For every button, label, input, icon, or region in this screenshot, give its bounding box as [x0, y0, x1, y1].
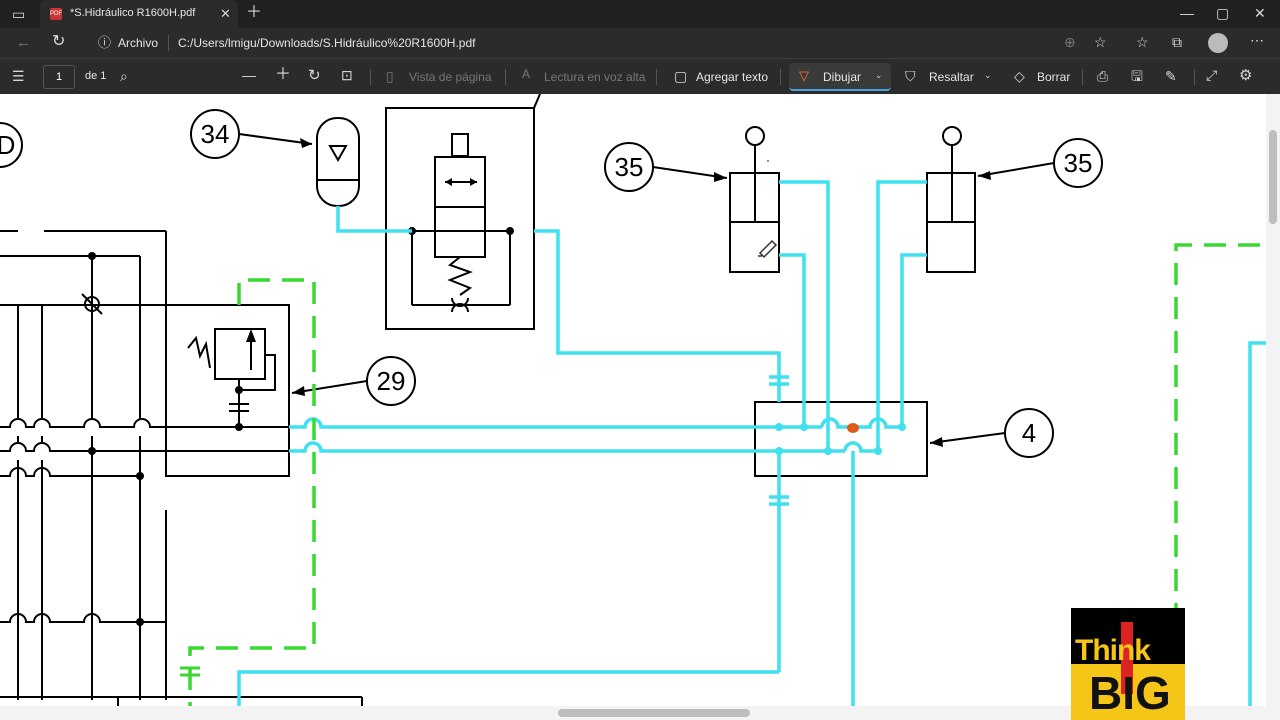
fit-icon[interactable]: ⊡ [341, 67, 353, 83]
more-icon[interactable]: ⋯ [1250, 32, 1264, 48]
add-text-icon[interactable]: ▢ [674, 68, 688, 84]
logo-line1: Think [1075, 634, 1151, 667]
info-icon[interactable]: ⓘ [98, 35, 112, 50]
pencil-cursor-icon [758, 239, 778, 259]
refresh-icon[interactable]: ↻ [52, 33, 66, 50]
horizontal-scroll-thumb[interactable] [558, 709, 750, 717]
read-aloud-icon: A [522, 67, 531, 81]
tabs-icon[interactable]: ▭ [12, 6, 26, 22]
zoom-icon[interactable]: ⊕ [1064, 34, 1076, 50]
page-view-button: Vista de página [409, 70, 492, 84]
horizontal-scrollbar[interactable] [0, 706, 1266, 720]
plus-icon[interactable]: ＋ [246, 4, 263, 21]
draw-icon: ▽ [799, 68, 809, 83]
vertical-scroll-thumb[interactable] [1269, 130, 1277, 224]
title-bar: ▭ PDF *S.Hidráulico R1600H.pdf ✕ ＋ — ▢ ✕ [0, 0, 1280, 28]
minus-icon[interactable]: — [242, 67, 256, 83]
contents-icon[interactable]: ☰ [12, 68, 25, 84]
callout-label-34: 34 [201, 119, 230, 149]
favorites-icon[interactable]: ☆ [1136, 34, 1149, 50]
print-icon[interactable]: ⎙ [1097, 68, 1109, 84]
read-aloud-button: Lectura en voz alta [544, 70, 646, 84]
highlight-icon[interactable]: ⛉ [905, 68, 916, 84]
page-total: de 1 [85, 70, 107, 82]
erase-button[interactable]: Borrar [1037, 70, 1071, 84]
pdf-toolbar: ☰ 1 de 1 ⌕ — ＋ ↻ ⊡ ▯ Vista de página A L… [0, 58, 1280, 94]
callout-label-35a: 35 [615, 152, 644, 182]
rotate-icon[interactable]: ↻ [308, 67, 321, 84]
window-minimize-icon[interactable]: — [1180, 5, 1194, 21]
address-bar: ← ↻ ⓘ Archivo C:/Users/lmigu/Downloads/S… [0, 28, 1280, 58]
callout-label-4: 4 [1022, 418, 1036, 448]
callout-label-d: D [0, 130, 15, 160]
search-icon[interactable]: ⌕ [120, 68, 128, 84]
add-text-button[interactable]: Agregar texto [696, 70, 769, 84]
settings-icon[interactable]: ⚙ [1239, 67, 1253, 84]
address-scheme-label: Archivo [118, 36, 159, 50]
chevron-down-icon[interactable]: ⌄ [984, 70, 992, 80]
callout-label-29: 29 [377, 366, 406, 396]
hydraulic-schematic: 34 35 35 29 4 D [0, 94, 1266, 706]
fullscreen-icon[interactable]: ⤢ [1206, 67, 1218, 83]
save-icon[interactable]: 🖫 [1131, 68, 1143, 84]
profile-icon[interactable] [1208, 33, 1228, 53]
think-big-logo: Think BIG [1071, 608, 1185, 720]
draw-label: Dibujar [823, 70, 862, 84]
erase-icon[interactable]: ◇ [1014, 68, 1025, 84]
url-text: C:/Users/lmigu/Downloads/S.Hidráulico%20… [178, 36, 476, 50]
back-icon[interactable]: ← [16, 34, 31, 51]
collections-icon[interactable]: ⧉ [1172, 34, 1182, 50]
chevron-down-icon[interactable]: ⌄ [875, 70, 883, 80]
url-field[interactable]: ⓘ Archivo C:/Users/lmigu/Downloads/S.Hid… [88, 31, 1118, 55]
pdf-page[interactable]: 34 35 35 29 4 D [0, 94, 1266, 706]
highlight-button[interactable]: Resaltar [929, 70, 974, 84]
star-add-icon[interactable]: ☆ [1094, 34, 1107, 50]
window-close-icon[interactable]: ✕ [1254, 5, 1266, 21]
pdf-file-icon: PDF [50, 8, 62, 20]
tab-title: *S.Hidráulico R1600H.pdf [70, 7, 196, 19]
close-icon[interactable]: ✕ [220, 6, 231, 21]
logo-line2: BIG [1089, 667, 1171, 719]
page-view-icon: ▯ [386, 68, 394, 84]
plus-icon[interactable]: ＋ [275, 66, 292, 83]
page-number-input[interactable]: 1 [43, 65, 75, 89]
annotation-marker [847, 423, 859, 433]
callout-label-35b: 35 [1064, 148, 1093, 178]
callout-circle-d [0, 122, 23, 168]
window-maximize-icon[interactable]: ▢ [1216, 5, 1230, 21]
save-as-icon[interactable]: ✎ [1165, 68, 1177, 84]
browser-tab[interactable]: PDF *S.Hidráulico R1600H.pdf ✕ [40, 0, 238, 28]
draw-button[interactable]: ▽ Dibujar ⌄ [789, 63, 891, 91]
vertical-scrollbar[interactable] [1266, 94, 1280, 720]
